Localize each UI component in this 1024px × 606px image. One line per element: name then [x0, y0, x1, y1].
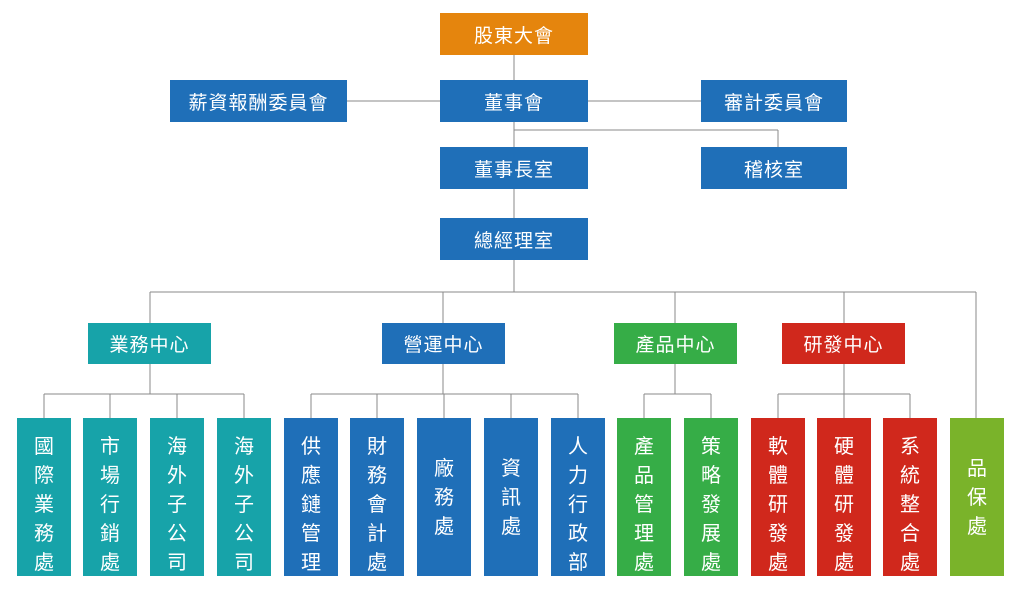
dept-sub-label: AWA	[232, 578, 256, 589]
business-center-box: 業務中心	[88, 323, 211, 364]
dept-label: 資訊處	[501, 455, 521, 538]
dept-international-sales: 國際業務處	[17, 418, 71, 576]
dept-label: 供應鏈管理處	[301, 434, 321, 603]
dept-overseas-subsidiary-awb: 海外子公司 AWB	[150, 418, 204, 589]
dept-product-management: 產品管理處	[617, 418, 671, 576]
dept-finance-accounting: 財務會計處	[350, 418, 404, 576]
dept-label: 海外子公司	[167, 434, 187, 574]
dept-label: 海外子公司	[234, 434, 254, 574]
dept-label: 財務會計處	[367, 434, 387, 574]
shareholders-meeting-box: 股東大會	[440, 13, 588, 55]
dept-system-integration: 系統整合處	[883, 418, 937, 576]
dept-label: 策略發展處	[701, 434, 721, 574]
dept-label: 市場行銷處	[100, 434, 120, 574]
dept-hr-admin: 人力行政部	[551, 418, 605, 576]
president-office-box: 總經理室	[440, 218, 588, 260]
audit-committee-box: 審計委員會	[701, 80, 847, 122]
dept-facilities: 廠務處	[417, 418, 471, 576]
chairman-office-box: 董事長室	[440, 147, 588, 189]
dept-label: 國際業務處	[34, 434, 54, 574]
dept-label: 品保處	[967, 455, 987, 538]
dept-label: 人力行政部	[568, 434, 588, 574]
dept-label: 廠務處	[434, 455, 454, 538]
board-of-directors-box: 董事會	[440, 80, 588, 122]
operations-center-box: 營運中心	[382, 323, 505, 364]
dept-software-rnd: 軟體研發處	[751, 418, 805, 576]
dept-sub-label: AWB	[165, 578, 189, 589]
rnd-center-box: 研發中心	[782, 323, 905, 364]
dept-strategy-development: 策略發展處	[684, 418, 738, 576]
dept-hardware-rnd: 硬體研發處	[817, 418, 871, 576]
dept-label: 系統整合處	[900, 434, 920, 574]
dept-overseas-subsidiary-awa: 海外子公司 AWA	[217, 418, 271, 589]
dept-information: 資訊處	[484, 418, 538, 576]
internal-audit-box: 稽核室	[701, 147, 847, 189]
compensation-committee-box: 薪資報酬委員會	[170, 80, 347, 122]
dept-label: 硬體研發處	[834, 434, 854, 574]
dept-quality-assurance: 品保處	[950, 418, 1004, 576]
dept-label: 產品管理處	[634, 434, 654, 574]
dept-marketing: 市場行銷處	[83, 418, 137, 576]
dept-supply-chain: 供應鏈管理處	[284, 418, 338, 603]
product-center-box: 產品中心	[614, 323, 737, 364]
dept-label: 軟體研發處	[768, 434, 788, 574]
